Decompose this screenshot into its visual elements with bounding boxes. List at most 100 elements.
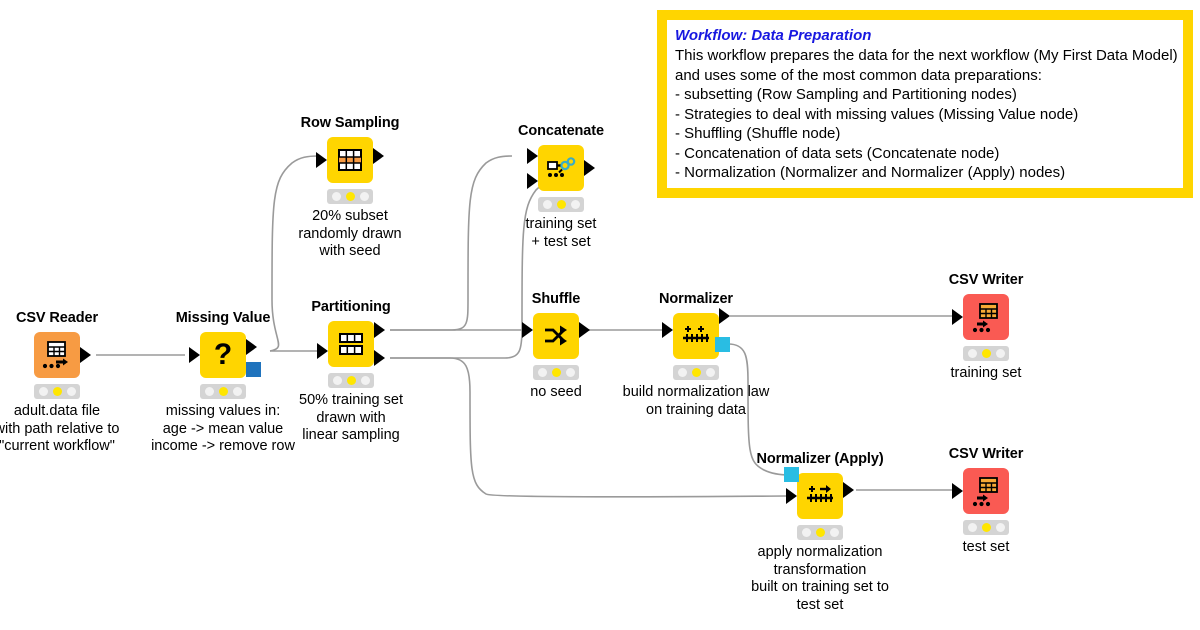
concatenate-output-port[interactable]: [584, 160, 595, 176]
node-csv-writer-training[interactable]: CSV Writer: [949, 272, 1024, 381]
node-partitioning-box[interactable]: [317, 321, 385, 367]
status-light-idle: [801, 528, 811, 537]
node-row-sampling-box[interactable]: [316, 137, 384, 183]
status-light-executed: [705, 368, 715, 377]
partitioning-output-port-2[interactable]: [374, 350, 385, 366]
workflow-annotation-title: Workflow: Data Preparation: [675, 27, 872, 44]
normalizer-input-port[interactable]: [662, 322, 673, 338]
normalizer-apply-data-input-port[interactable]: [786, 488, 797, 504]
node-concatenate[interactable]: Concatenate: [518, 123, 604, 250]
node-csv-writer-test-box[interactable]: [952, 468, 1009, 514]
status-light-executed: [995, 349, 1005, 358]
svg-text:?: ?: [214, 338, 232, 371]
row-sampling-input-port[interactable]: [316, 152, 327, 168]
caption-line: test set: [962, 539, 1010, 555]
shuffle-input-port[interactable]: [522, 322, 533, 338]
partitioning-status: [328, 373, 374, 388]
caption-line: missing values in:: [165, 403, 281, 419]
status-light-configured: [981, 523, 991, 532]
caption-line: training set: [525, 216, 597, 232]
normalizer-apply-status: [797, 525, 843, 540]
status-light-executed: [829, 528, 839, 537]
status-light-executed: [570, 200, 580, 209]
csv-writer-training-caption: training set: [951, 365, 1022, 383]
csv-writer-training-input-port[interactable]: [952, 309, 963, 325]
node-csv-reader[interactable]: CSV Reader: [0, 310, 119, 454]
caption-line: built on training set to: [751, 579, 889, 595]
row-sampling-output-port[interactable]: [373, 148, 384, 164]
node-shuffle-box[interactable]: [522, 313, 590, 359]
normalizer-apply-caption: apply normalization transformation built…: [751, 544, 889, 614]
status-light-executed: [360, 376, 370, 385]
caption-line: apply normalization: [757, 544, 883, 560]
node-partitioning[interactable]: Partitioning 50% training set: [299, 299, 403, 443]
node-csv-writer-test[interactable]: CSV Writer: [949, 446, 1024, 555]
node-csv-writer-training-box[interactable]: [952, 294, 1009, 340]
workflow-annotation-box[interactable]: Workflow: Data Preparation This workflow…: [657, 10, 1193, 198]
node-normalizer-title: Normalizer: [659, 291, 733, 307]
csv-reader-output-port[interactable]: [80, 347, 91, 363]
csv-writer-test-caption: test set: [963, 539, 1010, 557]
node-csv-reader-box[interactable]: [34, 332, 91, 378]
node-concatenate-title: Concatenate: [518, 123, 604, 139]
status-light-idle: [38, 387, 48, 396]
shuffle-icon: [533, 313, 579, 359]
node-normalizer[interactable]: Normalizer: [623, 291, 770, 418]
missing-value-input-port[interactable]: [189, 347, 200, 363]
partitioning-output-port-1[interactable]: [374, 322, 385, 338]
normalizer-output-port[interactable]: [719, 308, 730, 324]
partitioning-caption: 50% training set drawn with linear sampl…: [299, 392, 403, 445]
status-light-configured: [691, 368, 701, 377]
status-light-executed: [565, 368, 575, 377]
missing-value-model-output-port[interactable]: [246, 362, 261, 377]
shuffle-output-port[interactable]: [579, 322, 590, 338]
annotation-line: - Strategies to deal with missing values…: [675, 105, 1079, 123]
caption-line: randomly drawn: [298, 225, 402, 242]
csv-writer-icon: [963, 294, 1009, 340]
row-sampling-status: [327, 189, 373, 204]
csv-reader-status: [34, 384, 80, 399]
normalizer-apply-output-port[interactable]: [843, 482, 854, 498]
concatenate-input-port-2[interactable]: [527, 173, 538, 189]
missing-value-output-port[interactable]: [246, 339, 257, 355]
concatenate-icon: [538, 145, 584, 191]
node-concatenate-box[interactable]: [527, 145, 595, 191]
status-light-idle: [542, 200, 552, 209]
node-row-sampling-title: Row Sampling: [300, 115, 400, 131]
caption-line: no seed: [530, 384, 582, 400]
status-light-configured: [218, 387, 228, 396]
node-missing-value[interactable]: Missing Value ? missing values in: age -…: [151, 310, 295, 454]
status-light-executed: [66, 387, 76, 396]
status-light-idle: [677, 368, 687, 377]
caption-line: 20% subset: [312, 208, 388, 224]
edge-partitioning-normalizerapply: [390, 357, 787, 498]
partitioning-input-port[interactable]: [317, 343, 328, 359]
node-row-sampling[interactable]: Row Sampling 20% subset random: [298, 115, 401, 259]
normalizer-caption: build normalization law on training data: [623, 384, 770, 419]
status-light-configured: [551, 368, 561, 377]
caption-line: drawn with: [316, 409, 386, 426]
node-shuffle[interactable]: Shuffle no seed: [522, 291, 590, 400]
csv-writer-icon: [963, 468, 1009, 514]
status-light-idle: [332, 376, 342, 385]
node-normalizer-apply-box[interactable]: [784, 467, 854, 519]
status-light-configured: [346, 376, 356, 385]
annotation-line: This workflow prepares the data for the …: [675, 47, 1178, 64]
status-light-configured: [815, 528, 825, 537]
node-missing-value-title: Missing Value: [175, 310, 271, 326]
concatenate-input-port-1[interactable]: [527, 148, 538, 164]
normalizer-model-output-port[interactable]: [715, 337, 730, 352]
status-light-idle: [204, 387, 214, 396]
node-missing-value-box[interactable]: ?: [189, 332, 261, 378]
question-mark-icon: ?: [200, 332, 246, 378]
caption-line: + test set: [531, 233, 591, 250]
status-light-executed: [359, 192, 369, 201]
csv-writer-test-input-port[interactable]: [952, 483, 963, 499]
shuffle-status: [533, 365, 579, 380]
normalizer-apply-model-input-port[interactable]: [784, 467, 799, 482]
node-csv-reader-title: CSV Reader: [15, 310, 99, 326]
node-normalizer-box[interactable]: [662, 308, 730, 359]
node-normalizer-apply[interactable]: Normalizer (Apply): [751, 451, 889, 613]
missing-value-caption: missing values in: age -> mean value inc…: [151, 403, 295, 456]
